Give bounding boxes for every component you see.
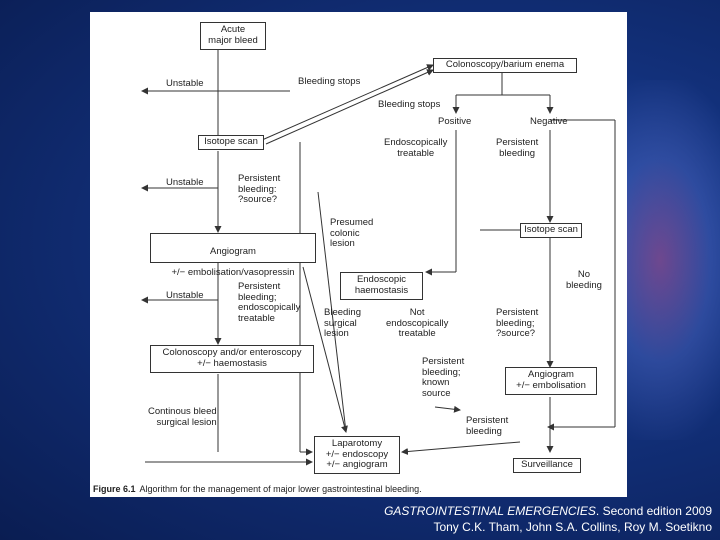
- figure-caption-label: Figure 6.1: [93, 484, 136, 494]
- node-unstable-1: Unstable: [166, 78, 204, 89]
- node-endoscopically-treatable: Endoscopically treatable: [384, 137, 448, 159]
- node-persistent-bleeding-2: Persistent bleeding: [466, 415, 509, 437]
- node-bleeding-stops-1: Bleeding stops: [298, 76, 361, 87]
- node-angiogram-1: Angiogram +/− embolisation/vasopressin: [150, 233, 316, 277]
- node-persistent-source-2: Persistent bleeding; ?source?: [496, 307, 539, 339]
- node-isotope-scan-2: Isotope scan: [520, 223, 582, 238]
- node-positive: Positive: [438, 116, 472, 127]
- angiogram-1-title: Angiogram: [210, 245, 256, 257]
- node-presumed-colonic-lesion: Presumed colonic lesion: [330, 217, 374, 249]
- source-credit: GASTROINTESTINAL EMERGENCIES. Second edi…: [384, 503, 712, 535]
- node-laparotomy: Laparotomy +/− endoscopy +/− angiogram: [314, 436, 400, 474]
- node-surveillance: Surveillance: [513, 458, 581, 473]
- node-persistent-source-1: Persistent bleeding: ?source?: [238, 173, 281, 205]
- node-unstable-2: Unstable: [166, 177, 204, 188]
- node-unstable-3: Unstable: [166, 290, 204, 301]
- node-negative: Negative: [530, 116, 568, 127]
- node-continuous-bleed: Continous bleed surgical lesion: [148, 406, 217, 428]
- node-not-endoscopically-treatable: Not endoscopically treatable: [386, 307, 449, 339]
- credit-book-title: GASTROINTESTINAL EMERGENCIES: [384, 504, 596, 518]
- node-no-bleeding: No bleeding: [566, 269, 602, 291]
- flowchart-connectors: [141, 50, 616, 466]
- node-colonoscopy-enteroscopy: Colonoscopy and/or enteroscopy +/− haemo…: [150, 345, 314, 373]
- node-persistent-known-source: Persistent bleeding; known source: [422, 356, 465, 399]
- node-angiogram-2: Angiogram +/− embolisation: [505, 367, 597, 395]
- node-acute-major-bleed: Acute major bleed: [200, 22, 266, 50]
- flowchart-figure: Acute major bleed Colonoscopy/barium ene…: [90, 12, 627, 497]
- node-persistent-bleeding-negative: Persistent bleeding: [496, 137, 539, 159]
- angiogram-1-subtitle: +/− embolisation/vasopressin: [171, 266, 295, 278]
- node-isotope-scan-1: Isotope scan: [198, 135, 264, 150]
- node-bleeding-surgical-lesion: Bleeding surgical lesion: [324, 307, 361, 339]
- figure-caption-text: Algorithm for the management of major lo…: [139, 484, 422, 494]
- node-endoscopic-haemostasis: Endoscopic haemostasis: [340, 272, 423, 300]
- credit-authors: Tony C.K. Tham, John S.A. Collins, Roy M…: [433, 520, 712, 534]
- node-persistent-endo-treatable: Persistent bleeding; endoscopically trea…: [238, 281, 301, 324]
- credit-edition: . Second edition 2009: [595, 504, 712, 518]
- credit-line-1: GASTROINTESTINAL EMERGENCIES. Second edi…: [384, 503, 712, 519]
- node-colonoscopy-barium-enema: Colonoscopy/barium enema: [433, 58, 577, 73]
- node-bleeding-stops-2: Bleeding stops: [378, 99, 441, 110]
